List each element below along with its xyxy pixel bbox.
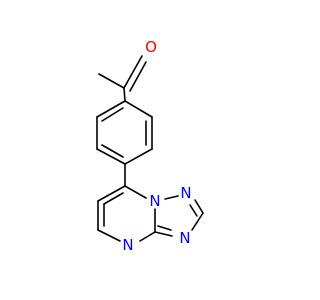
nitrogen-atom-label-triazole-top: N [180, 184, 191, 202]
acyl-ring-bond [123, 87, 126, 102]
pyrimidine-bond-n-c6 [97, 229, 121, 242]
carbonyl-double-bond-b [129, 61, 147, 92]
triazole-bond-n-c3a [154, 231, 173, 237]
phenyl-bond-3 [124, 148, 153, 165]
pyrimidine-bond-c7-n [124, 185, 147, 199]
triazole-bond-n-c-inner [189, 204, 198, 217]
phenyl-bond-4 [96, 148, 126, 165]
nitrogen-atom-label-pyrimidine: N [122, 236, 133, 254]
pyrimidine-bond-c5-c7 [97, 185, 126, 202]
phenyl-bond-1 [124, 100, 153, 118]
triazole-bond-n-c [194, 199, 204, 214]
methyl-bond [98, 73, 125, 89]
phenyl-bond-4-inner [101, 144, 124, 158]
molecule-structure: O N N N N [96, 38, 204, 254]
pyrimidine-bond-c-n [139, 231, 156, 242]
triazole-bond-n-c3a-inner [157, 225, 172, 231]
phenyl-bond-6 [96, 100, 126, 118]
structure-canvas: O N N N N [96, 38, 204, 254]
phenyl-bond-6-inner [101, 107, 124, 122]
carbonyl-double-bond-a [123, 55, 143, 89]
triazole-bond-n-n [164, 195, 179, 200]
atom-labels: O N N N N [122, 38, 191, 254]
triazole-bond-c-n [191, 212, 204, 231]
bonds [96, 55, 204, 242]
pyrimidine-bond-c5-c7-inner [103, 192, 124, 205]
oxygen-atom-label: O [145, 38, 157, 56]
nitrogen-atom-label-bridgehead: N [149, 192, 160, 210]
nitrogen-atom-label-triazole-right: N [179, 229, 190, 247]
